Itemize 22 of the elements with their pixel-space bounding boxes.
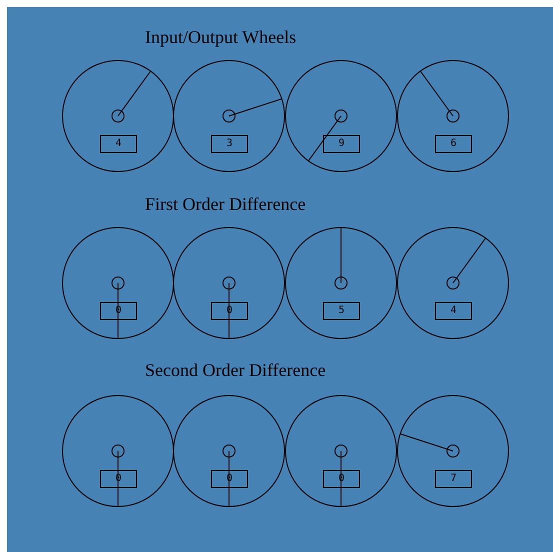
digit-display: 9 [323,135,360,153]
digit-display: 5 [323,302,360,320]
dial-wheel [173,395,285,507]
dial-wheel [397,227,509,339]
section-heading: Second Order Difference [145,359,326,382]
section-heading: First Order Difference [145,193,306,216]
dial-wheel [285,227,397,339]
digit-display: 6 [435,135,472,153]
dial-wheel [62,227,174,339]
dial-wheel [62,395,174,507]
dial-wheel [285,60,397,172]
dial-wheel [173,60,285,172]
digit-display: 4 [435,302,472,320]
section-heading: Input/Output Wheels [145,26,296,49]
dial-wheel [285,395,397,507]
dial-wheel [173,227,285,339]
digit-display: 3 [211,135,248,153]
dial-wheel [397,395,509,507]
dial-wheel [62,60,174,172]
dial-wheel [397,60,509,172]
digit-display: 7 [435,470,472,488]
digit-display: 4 [100,135,137,153]
